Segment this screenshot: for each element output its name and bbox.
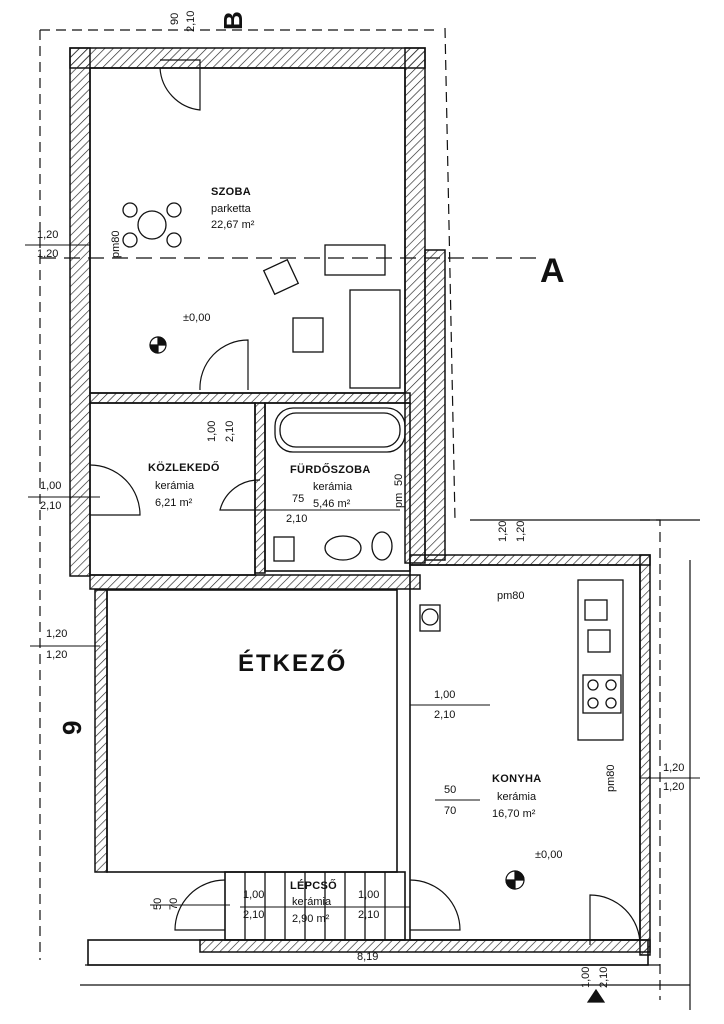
room-name-kozlekedo: KÖZLEKEDŐ — [148, 462, 220, 474]
level-konyha: ±0,00 — [535, 849, 563, 861]
dim-window-left-top-a: 1,20 — [37, 229, 59, 241]
dim-kozl-door-b: 2,10 — [224, 420, 236, 442]
dim-kitchen-window-sill: pm80 — [497, 590, 525, 602]
dim-lepcso-door-right-a: 1,00 — [358, 889, 380, 901]
door-swing-kozl — [89, 464, 141, 516]
room-area-konyha: 16,70 m² — [492, 808, 536, 820]
dim-kozl-door-a: 1,00 — [206, 420, 218, 442]
dim-lepcso-door-left-a: 1,00 — [243, 889, 265, 901]
room-material-konyha: kerámia — [497, 791, 537, 803]
room-area-lepcso: 2,90 m² — [292, 913, 330, 925]
furdo-outline — [264, 402, 411, 572]
dim-left-door-b: 2,10 — [40, 500, 62, 512]
dim-bath-window-sill: pm — [393, 492, 405, 508]
dim-kitchen-right-window-sill: pm80 — [605, 764, 617, 792]
toilet-icon — [371, 531, 393, 561]
level-szoba: ±0,00 — [183, 312, 211, 324]
dim-lepcso-left-window-b: 70 — [168, 897, 180, 910]
cooktop-icon — [582, 674, 622, 714]
dim-top-door-b: 2,10 — [185, 10, 197, 32]
dim-right-window-b: 1,20 — [515, 520, 527, 542]
section-marker-a: A — [540, 252, 565, 290]
sofa-icon — [349, 289, 401, 389]
door-swing-szoba — [199, 339, 249, 391]
room-material-szoba: parketta — [211, 203, 251, 215]
dim-bottom-door-b: 2,10 — [598, 966, 610, 988]
room-material-kozlekedo: kerámia — [155, 480, 195, 492]
dim-window-left-top-b: 1,20 — [37, 248, 59, 260]
szoba-outline — [89, 67, 406, 394]
room-name-lepcso: LÉPCSŐ — [290, 880, 338, 892]
dim-lepcso-door-right-b: 2,10 — [358, 909, 380, 921]
dim-right-window-a: 1,20 — [497, 520, 509, 542]
room-name-etkezo: ÉTKEZŐ — [238, 650, 348, 677]
door-swing-bottom — [589, 894, 641, 946]
dim-etkezo-kitchen-b: 2,10 — [434, 709, 456, 721]
room-material-lepcso: kerámia — [292, 896, 332, 908]
room-area-furdoszoba: 5,46 m² — [313, 498, 351, 510]
dim-bath-window-a: 50 — [393, 473, 405, 486]
dim-etkezo-kitchen-a: 1,00 — [434, 689, 456, 701]
dim-bath-door-a: 75 — [292, 493, 305, 505]
stairs-icon — [244, 872, 386, 940]
outer-south-wall — [87, 939, 649, 966]
dim-window-left-mid-b: 1,20 — [46, 649, 68, 661]
dim-kitchen-small-a: 50 — [444, 784, 457, 796]
door-swing-lepcso-left — [174, 879, 226, 931]
dim-bottom-total: 8,19 — [357, 951, 379, 963]
kozlekedo-outline — [89, 402, 256, 576]
room-material-furdoszoba: kerámia — [313, 481, 353, 493]
kitchen-counter — [577, 579, 624, 741]
table-icon — [137, 210, 167, 240]
dim-lepcso-left-window-a: 50 — [152, 897, 164, 910]
site-dash-right — [444, 27, 456, 521]
room-area-kozlekedo: 6,21 m² — [155, 497, 193, 509]
room-name-furdoszoba: FÜRDŐSZOBA — [290, 464, 371, 476]
dim-left-door-a: 1,00 — [40, 480, 62, 492]
etkezo-outline — [106, 589, 398, 873]
room-name-konyha: KONYHA — [492, 773, 542, 785]
dim-window-left-top-sill: pm80 — [110, 230, 122, 258]
side-marker: 9 — [57, 720, 87, 735]
dim-top-door-a: 90 — [169, 12, 181, 25]
top-marker: B — [218, 11, 248, 30]
sink-icon — [324, 535, 362, 561]
room-area-szoba: 22,67 m² — [211, 219, 255, 231]
dim-bottom-door-a: 1,00 — [580, 966, 592, 988]
dim-window-left-mid-a: 1,20 — [46, 628, 68, 640]
north-arrow-icon — [586, 988, 606, 1003]
door-swing-top — [159, 59, 201, 111]
door-swing-lepcso-right — [409, 879, 461, 931]
door-swing-bath — [219, 479, 261, 511]
konyha-outline — [409, 564, 641, 941]
dim-kitchen-small-b: 70 — [444, 805, 457, 817]
dim-kitchen-right-window-b: 1,20 — [663, 781, 685, 793]
dim-kitchen-right-window-a: 1,20 — [663, 762, 685, 774]
bathtub-icon — [274, 407, 406, 453]
dim-bath-door-b: 2,10 — [286, 513, 308, 525]
dim-lepcso-door-left-b: 2,10 — [243, 909, 265, 921]
room-name-szoba: SZOBA — [211, 186, 251, 198]
